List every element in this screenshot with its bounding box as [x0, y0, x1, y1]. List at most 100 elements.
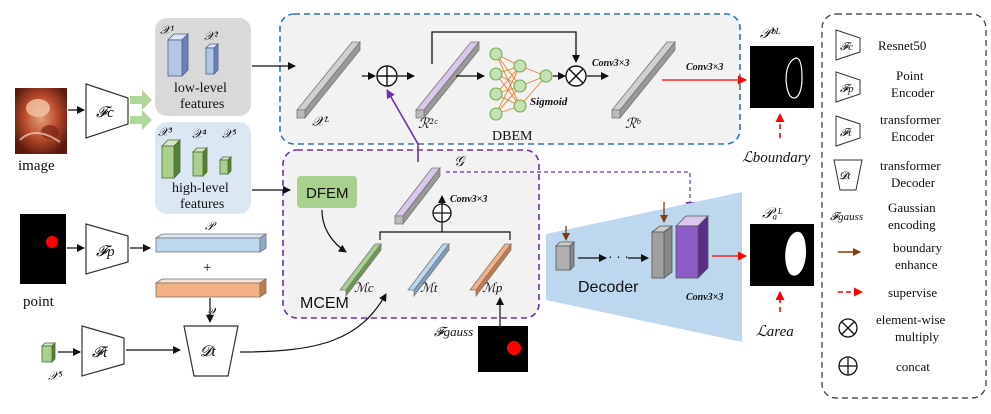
legend-item-7: supervise [888, 285, 937, 300]
xl-label: 𝒳ᴸ [312, 115, 330, 130]
fp-label: 𝓕p [96, 244, 115, 260]
legend-fp-symbol: 𝓕p [840, 83, 854, 95]
resnet-encoder-block [85, 83, 129, 139]
legend-ft-symbol: 𝓕t [840, 127, 852, 139]
transformer-decoder-block [183, 325, 239, 377]
legend-item-3a: transformer [880, 112, 941, 127]
gaussian-map [478, 326, 528, 372]
p-label: 𝒫 [205, 219, 217, 233]
legend-item-2a: Point [896, 68, 924, 83]
legend-multiply-icon [838, 318, 858, 338]
image-label: image [18, 158, 55, 174]
g-label: 𝒢 [454, 155, 466, 170]
xl-feature-bar [296, 40, 361, 120]
concat-symbol-mcem [432, 203, 452, 223]
pbl-label: 𝒫ᵇᴸ [760, 26, 781, 42]
low-level-label-2: features [180, 97, 224, 112]
high-level-label-1: high-level [172, 181, 229, 196]
legend-point-encoder-icon [835, 71, 861, 103]
area-prediction-map [750, 224, 814, 286]
legend-panel [821, 13, 987, 399]
q-embedding-bar [154, 278, 268, 298]
mp-feature-bar [469, 242, 512, 298]
boundary-prediction-map [750, 46, 814, 108]
larea-label: ℒarea [756, 324, 794, 340]
feature-x5 [219, 156, 232, 175]
legend-concat-icon [838, 356, 858, 376]
feature-x5-small [41, 342, 56, 363]
legend-transformer-encoder-icon [835, 115, 861, 147]
rb-label: ℛᵇ [625, 117, 641, 132]
legend-item-8a: element-wise [876, 312, 946, 327]
conv-label-decoder: Conv3×3 [686, 292, 723, 303]
point-label: point [23, 294, 55, 310]
legend-item-6b: enhance [895, 257, 938, 272]
x2-label: 𝒳² [204, 29, 218, 43]
legend-item-9: concat [896, 359, 930, 374]
legend-transformer-decoder-icon [833, 159, 863, 191]
g-feature-bar [394, 166, 441, 226]
mc-label: ℳc [354, 280, 374, 295]
x4-label: 𝒳⁴ [192, 127, 207, 141]
decoder-feature-3 [675, 215, 709, 279]
decoder-feature-1 [555, 241, 575, 271]
conv-label-boundary: Conv3×3 [686, 62, 723, 73]
x1-label: 𝒳¹ [160, 23, 174, 37]
ft-label: 𝓕t [92, 345, 109, 361]
legend-item-6a: boundary [893, 240, 943, 255]
x5-label: 𝒳⁵ [222, 127, 237, 141]
fgauss-label: 𝓕gauss [434, 324, 473, 339]
high-level-label-2: features [180, 197, 224, 212]
legend-item-4a: transformer [880, 158, 941, 173]
plus-label: + [203, 260, 211, 276]
low-level-label-1: low-level [174, 81, 227, 96]
r2c-feature-bar [415, 40, 480, 120]
mc-feature-bar [339, 242, 382, 298]
input-image [15, 88, 67, 154]
feature-x2 [205, 43, 219, 75]
mp-label: ℳp [482, 280, 503, 295]
feature-x4 [192, 147, 208, 177]
dbem-label: DBEM [492, 129, 533, 144]
decoder-panel [546, 192, 742, 342]
legend-fc-symbol: 𝓕c [840, 41, 853, 53]
decoder-label: Decoder [578, 279, 639, 296]
mt-label: ℳt [420, 280, 438, 295]
dt-label: 𝓓t [200, 344, 217, 360]
legend-dt-symbol: 𝓓t [839, 170, 851, 182]
legend-item-5b: encoding [888, 217, 936, 232]
feature-x3 [161, 139, 181, 179]
x3-label: 𝒳³ [158, 125, 172, 139]
multiply-symbol [565, 65, 587, 87]
conv-label-dbem: Conv3×3 [592, 58, 629, 69]
x5-small-label: 𝒳⁵ [48, 369, 63, 383]
decoder-dots: · · · [608, 251, 629, 266]
rb-feature-bar [611, 40, 676, 120]
pal-label: 𝒫ₐᴸ [762, 206, 783, 222]
fc-label: 𝓕c [96, 105, 114, 121]
conv-label-mcem: Conv3×3 [450, 194, 487, 205]
dfem-block [297, 176, 357, 208]
legend-item-4b: Decoder [891, 175, 936, 190]
dbem-panel [279, 13, 741, 145]
mt-feature-bar [407, 242, 450, 298]
legend-fgauss-symbol: 𝓕gauss [830, 211, 863, 223]
legend-item-5a: Gaussian [888, 200, 936, 215]
lboundary-label: ℒboundary [742, 150, 811, 166]
point-encoder-block [85, 223, 129, 275]
mcem-label: MCEM [300, 295, 349, 312]
q-label: 𝒬 [206, 305, 217, 319]
point-input-image [20, 214, 66, 284]
legend-item-2b: Encoder [891, 85, 935, 100]
p-embedding-bar [154, 233, 268, 253]
r2c-label: ℛ²ᶜ [418, 117, 438, 132]
legend-item-3b: Encoder [891, 129, 935, 144]
legend-resnet-icon [835, 29, 861, 61]
transformer-encoder-block [81, 325, 125, 377]
legend-item-1: Resnet50 [878, 38, 926, 53]
concat-symbol [376, 65, 398, 87]
dbem-network [489, 47, 553, 121]
decoder-feature-2 [650, 225, 674, 279]
feature-x1 [167, 33, 189, 77]
